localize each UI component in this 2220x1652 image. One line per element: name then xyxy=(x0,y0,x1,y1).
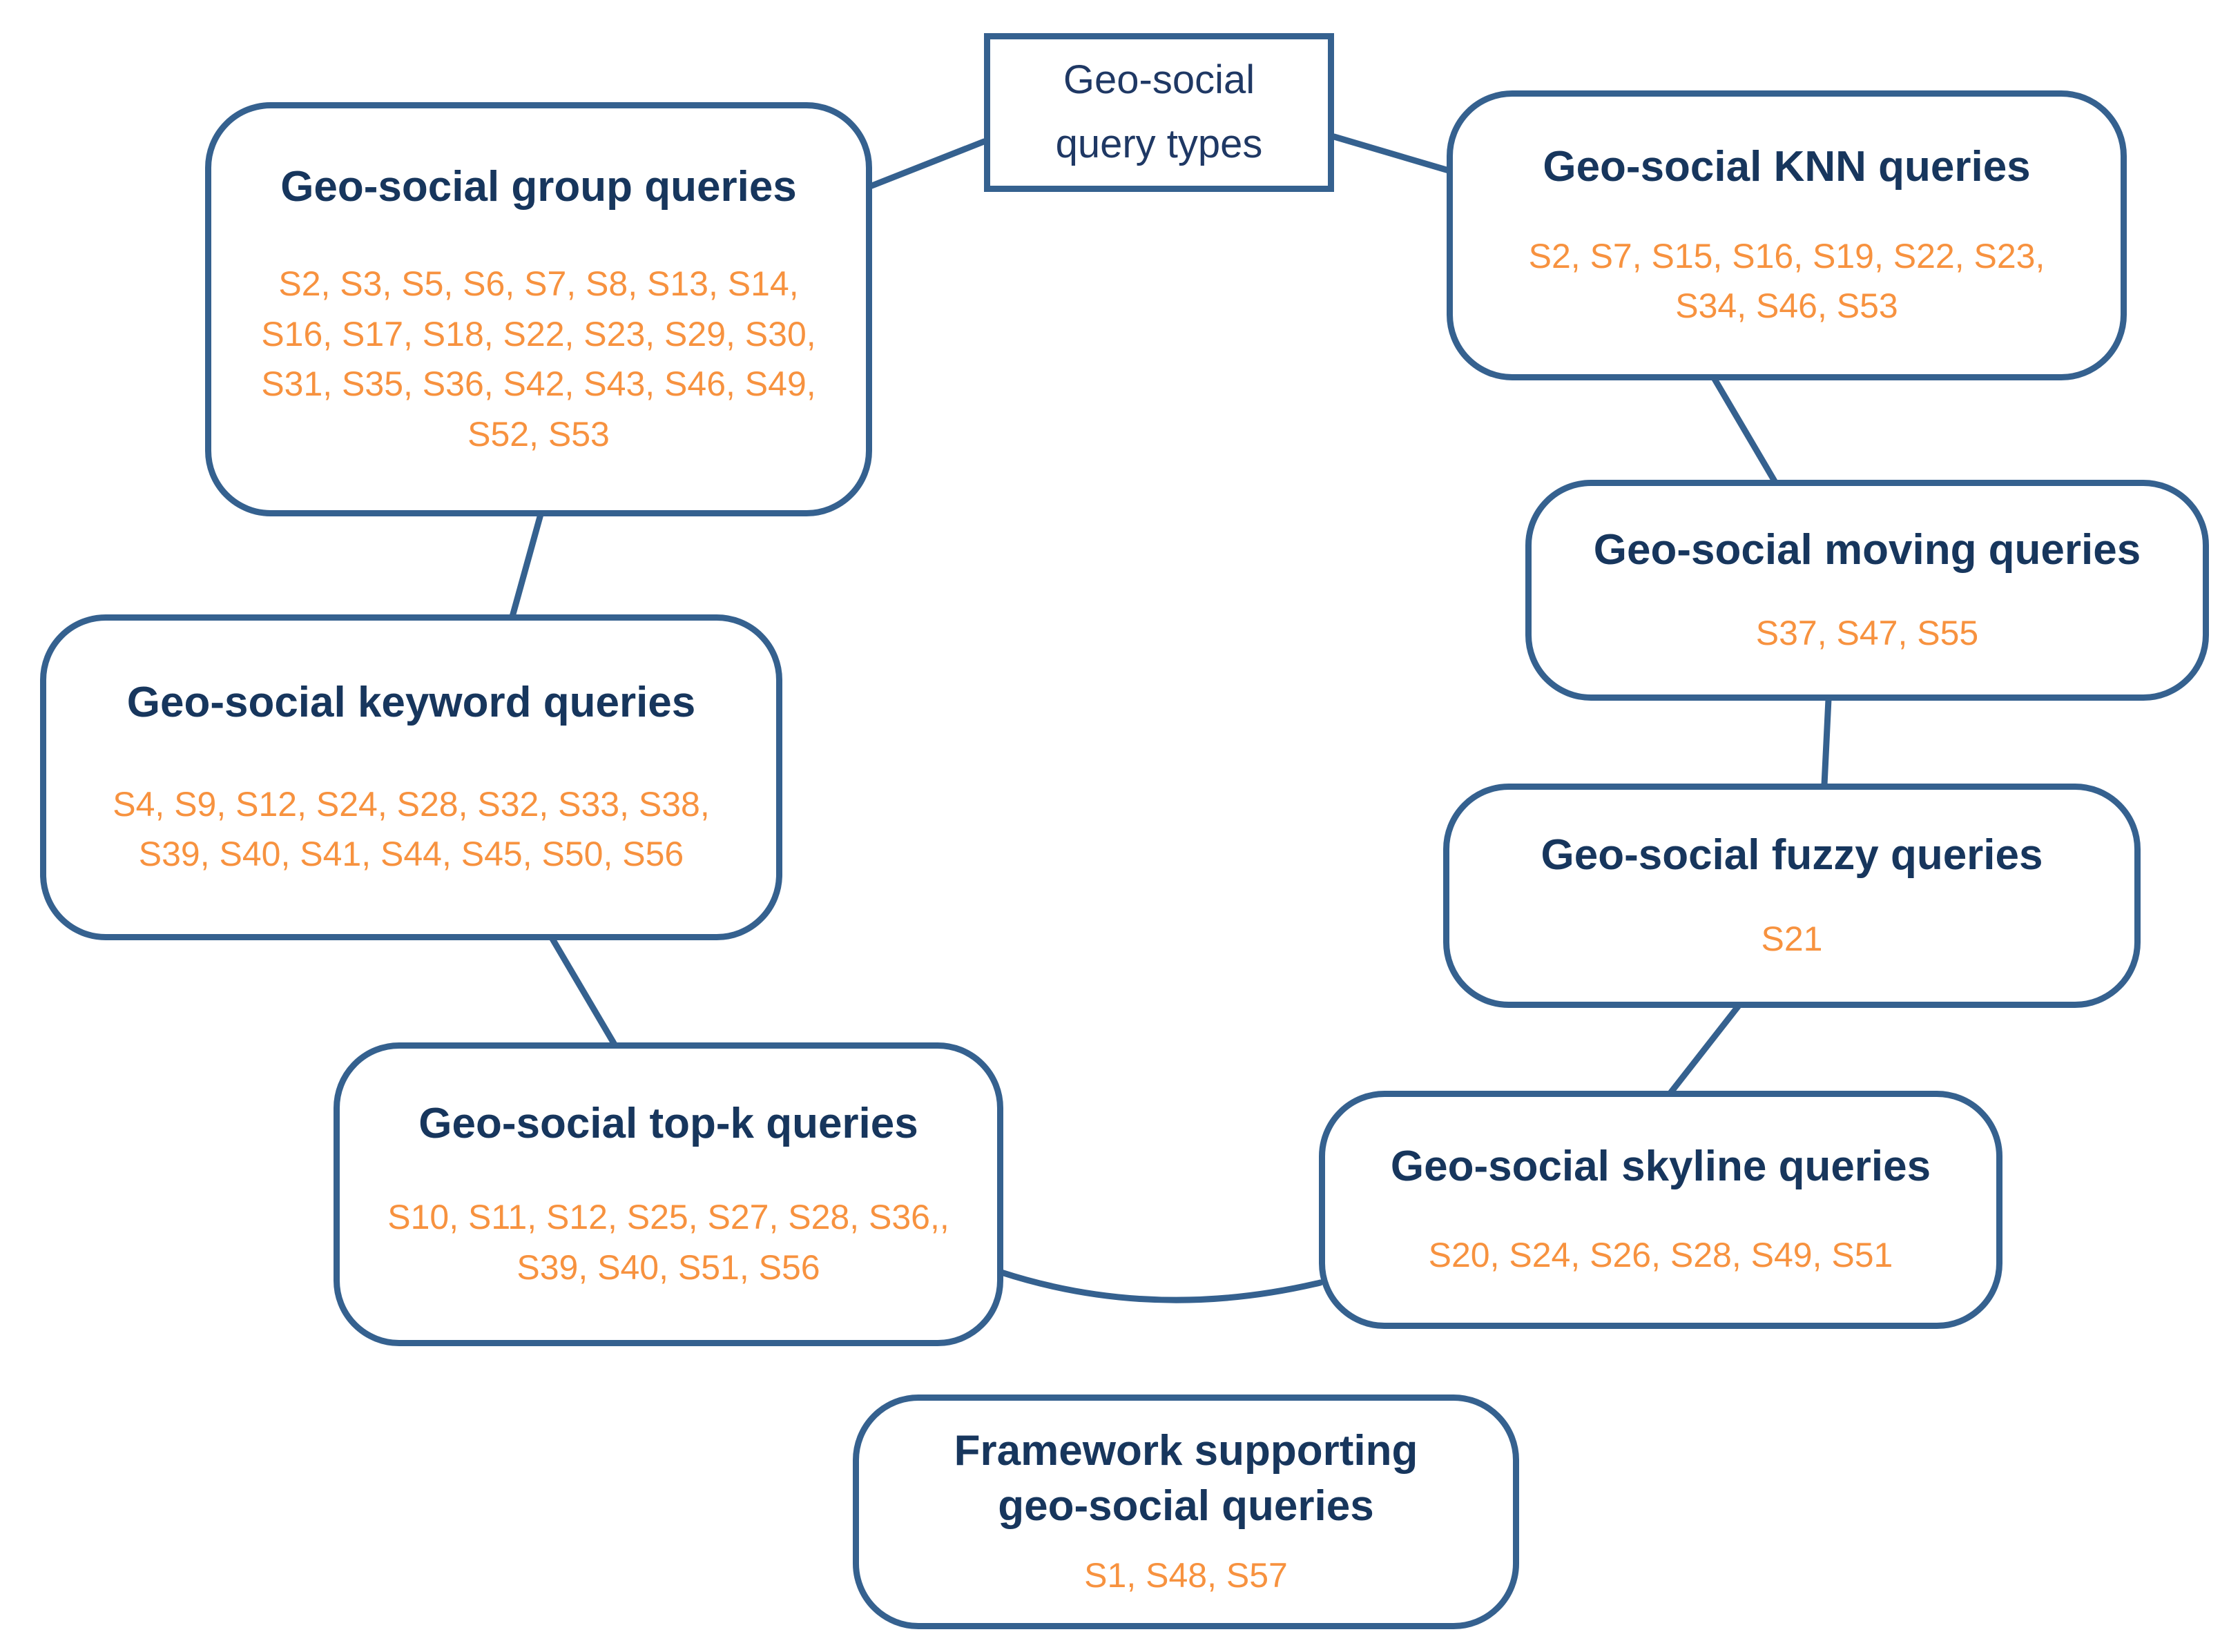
node-title: Geo-social top-k queries xyxy=(418,1099,918,1147)
node-study-ids: S10, S11, S12, S25, S27, S28, S36,, S39,… xyxy=(387,1198,949,1287)
node-study-ids: S2, S7, S15, S16, S19, S22, S23, S34, S4… xyxy=(1528,236,2045,326)
connector-group-to-keyword xyxy=(509,511,544,620)
connector-root-to-group-queries xyxy=(867,138,987,190)
node-study-ids: S2, S3, S5, S6, S7, S8, S13, S14, S16, S… xyxy=(261,264,816,454)
node-title: Geo-social skyline queries xyxy=(1390,1143,1931,1191)
node-geo-social-keyword-queries: Geo-social keyword queries S4, S9, S12, … xyxy=(40,614,782,940)
node-geo-social-skyline-queries: Geo-social skyline queries S20, S24, S26… xyxy=(1319,1091,2002,1329)
node-title: Framework supporting geo-social queries xyxy=(954,1426,1418,1530)
node-geo-social-top-k-queries: Geo-social top-k queries S10, S11, S12, … xyxy=(334,1042,1003,1346)
connector-moving-to-fuzzy xyxy=(1821,696,1832,788)
connector-keyword-to-topk xyxy=(549,935,618,1048)
node-study-ids: S20, S24, S26, S28, S49, S51 xyxy=(1428,1236,1893,1275)
node-title: Geo-social moving queries xyxy=(1593,525,2141,574)
node-study-ids: S1, S48, S57 xyxy=(1084,1555,1288,1595)
node-framework-supporting-geo-social-queries: Framework supporting geo-social queries … xyxy=(853,1395,1519,1629)
node-title: Geo-social keyword queries xyxy=(126,679,696,727)
node-title: Geo-social group queries xyxy=(280,162,797,211)
connector-topk-to-skyline xyxy=(998,1269,1324,1303)
connector-fuzzy-to-skyline xyxy=(1668,1003,1741,1096)
connector-root-to-knn-queries xyxy=(1331,133,1452,174)
node-geo-social-moving-queries: Geo-social moving queries S37, S47, S55 xyxy=(1525,480,2209,701)
node-study-ids: S37, S47, S55 xyxy=(1755,613,1979,652)
node-title: Geo-social fuzzy queries xyxy=(1541,830,2043,879)
node-geo-social-query-types: Geo-social query types xyxy=(984,33,1334,192)
node-title: Geo-social query types xyxy=(1055,57,1263,166)
node-geo-social-group-queries: Geo-social group queries S2, S3, S5, S6,… xyxy=(205,102,872,516)
node-title: Geo-social KNN queries xyxy=(1543,143,2031,191)
connector-knn-to-moving xyxy=(1711,376,1778,485)
node-geo-social-knn-queries: Geo-social KNN queries S2, S7, S15, S16,… xyxy=(1447,90,2127,380)
node-study-ids: S4, S9, S12, S24, S28, S32, S33, S38, S3… xyxy=(113,784,710,874)
node-study-ids: S21 xyxy=(1761,919,1823,958)
node-geo-social-fuzzy-queries: Geo-social fuzzy queries S21 xyxy=(1443,784,2141,1008)
